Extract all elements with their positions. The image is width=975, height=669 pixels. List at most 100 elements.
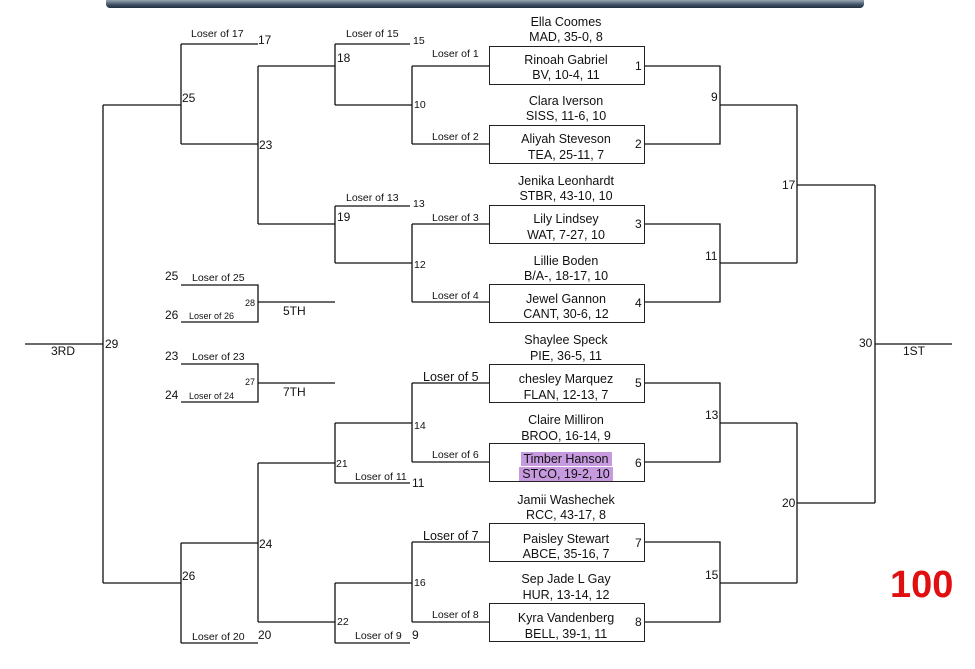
bout-number: 17	[258, 33, 272, 47]
wrestler-record: FLAN, 12-13, 7	[523, 388, 609, 402]
seed-number: 25	[165, 269, 179, 283]
bout-number: 9	[711, 90, 718, 104]
loser-label: Loser of 17	[191, 28, 244, 40]
loser-label: Loser of 8	[432, 609, 479, 621]
wrestler-name: Lillie Boden	[533, 254, 599, 268]
bout-number: 12	[414, 259, 426, 271]
wrestler-name: Rinoah Gabriel	[524, 53, 608, 67]
loser-label: Loser of 11	[355, 471, 407, 483]
loser-label: Loser of 4	[432, 290, 479, 302]
bout-number: 29	[105, 337, 119, 351]
match-box-8	[489, 603, 645, 642]
wrestler-record: BELL, 39-1, 11	[524, 627, 608, 641]
wrestler-record: TEA, 25-11, 7	[527, 148, 605, 162]
match-box-7	[489, 523, 645, 562]
bout-number: 6	[635, 456, 642, 470]
bout-number: 4	[635, 296, 642, 310]
bout-number: 14	[414, 420, 426, 432]
loser-label: Loser of 1	[432, 48, 479, 60]
wrestler-record: SISS, 11-6, 10	[525, 109, 607, 123]
loser-label: Loser of 5	[423, 370, 479, 384]
first-place-label: 1ST	[903, 344, 926, 358]
bout-number: 22	[337, 616, 349, 628]
wrestler-record: STCO, 19-2, 10	[486, 467, 646, 481]
loser-label: Loser of 25	[192, 272, 245, 284]
bout-number: 23	[259, 138, 273, 152]
loser-label: Loser of 3	[432, 212, 479, 224]
bout-number: 15	[705, 568, 719, 582]
bout-number: 24	[259, 537, 273, 551]
bout-number: 7	[635, 536, 642, 550]
wrestler-name: Paisley Stewart	[522, 532, 610, 546]
bout-number: 5	[635, 376, 642, 390]
wrestler-name: Sep Jade L Gay	[521, 572, 611, 586]
loser-label: Loser of 2	[432, 131, 479, 143]
wrestler-name: chesley Marquez	[518, 372, 614, 386]
bout-number: 10	[414, 99, 426, 111]
bout-number: 11	[705, 249, 718, 263]
bout-number: 30	[859, 336, 873, 350]
bout-number: 11	[412, 476, 425, 490]
bout-number: 27	[245, 377, 256, 387]
wrestler-name: Ella Coomes	[530, 15, 602, 29]
wrestler-record: CANT, 30-6, 12	[523, 307, 609, 321]
bout-number: 13	[413, 198, 425, 210]
fifth-place-label: 5TH	[283, 304, 306, 318]
wrestler-record: BROO, 16-14, 9	[521, 429, 611, 443]
wrestler-record: WAT, 7-27, 10	[527, 228, 605, 242]
bout-number: 13	[705, 408, 719, 422]
wrestler-name: Kyra Vandenberg	[517, 611, 615, 625]
match-box-3	[489, 205, 645, 244]
wrestler-name: Timber Hanson	[486, 452, 646, 466]
loser-label: Loser of 6	[432, 449, 479, 461]
bout-number: 15	[413, 35, 425, 47]
bout-number: 8	[635, 615, 642, 629]
seed-number: 24	[165, 388, 179, 402]
score-badge: 100	[890, 564, 954, 606]
match-box-4	[489, 284, 645, 323]
wrestler-name: Clara Iverson	[528, 94, 604, 108]
loser-label: Loser of 9	[355, 630, 402, 642]
highlighted-wrestler-record: STCO, 19-2, 10	[519, 467, 613, 481]
match-box-1	[489, 46, 645, 85]
wrestler-name: Jenika Leonhardt	[518, 174, 614, 188]
seventh-place-label: 7TH	[283, 385, 306, 399]
bout-number: 18	[337, 51, 351, 65]
loser-label: Loser of 23	[192, 351, 245, 363]
loser-label: Loser of 26	[189, 311, 235, 321]
bout-number: 1	[635, 59, 642, 73]
wrestler-record: B/A-, 18-17, 10	[523, 269, 609, 283]
match-box-5	[489, 364, 645, 403]
wrestler-record: MAD, 35-0, 8	[529, 30, 603, 44]
bout-number: 17	[782, 178, 796, 192]
bout-number: 28	[245, 298, 256, 308]
loser-label: Loser of 13	[346, 192, 399, 204]
wrestler-name: Jamii Washechek	[517, 493, 615, 507]
bout-number: 16	[414, 577, 426, 589]
bout-number: 21	[336, 458, 348, 470]
wrestler-name: Jewel Gannon	[526, 292, 606, 306]
loser-label: Loser of 15	[346, 28, 399, 40]
wrestler-name: Aliyah Steveson	[521, 132, 611, 146]
bout-number: 19	[337, 210, 351, 224]
bout-number: 20	[258, 628, 272, 642]
loser-label: Loser of 7	[423, 529, 479, 543]
wrestler-name: Lily Lindsey	[533, 212, 599, 226]
wrestler-record: BV, 10-4, 11	[532, 68, 600, 82]
wrestler-name: Claire Milliron	[528, 413, 604, 427]
bout-number: 2	[635, 137, 642, 151]
wrestler-record: PIE, 36-5, 11	[529, 349, 603, 363]
wrestler-record: ABCE, 35-16, 7	[522, 547, 610, 561]
wrestler-record: RCC, 43-17, 8	[526, 508, 606, 522]
bout-number: 3	[635, 217, 642, 231]
highlighted-wrestler-name: Timber Hanson	[520, 452, 612, 466]
match-box-2	[489, 125, 645, 164]
seed-number: 23	[165, 349, 179, 363]
header-bar	[106, 0, 864, 8]
loser-label: Loser of 20	[192, 631, 245, 643]
third-place-label: 3RD	[51, 344, 76, 358]
bout-number: 20	[782, 496, 796, 510]
wrestler-record: HUR, 13-14, 12	[522, 588, 610, 602]
loser-label: Loser of 24	[189, 391, 235, 401]
